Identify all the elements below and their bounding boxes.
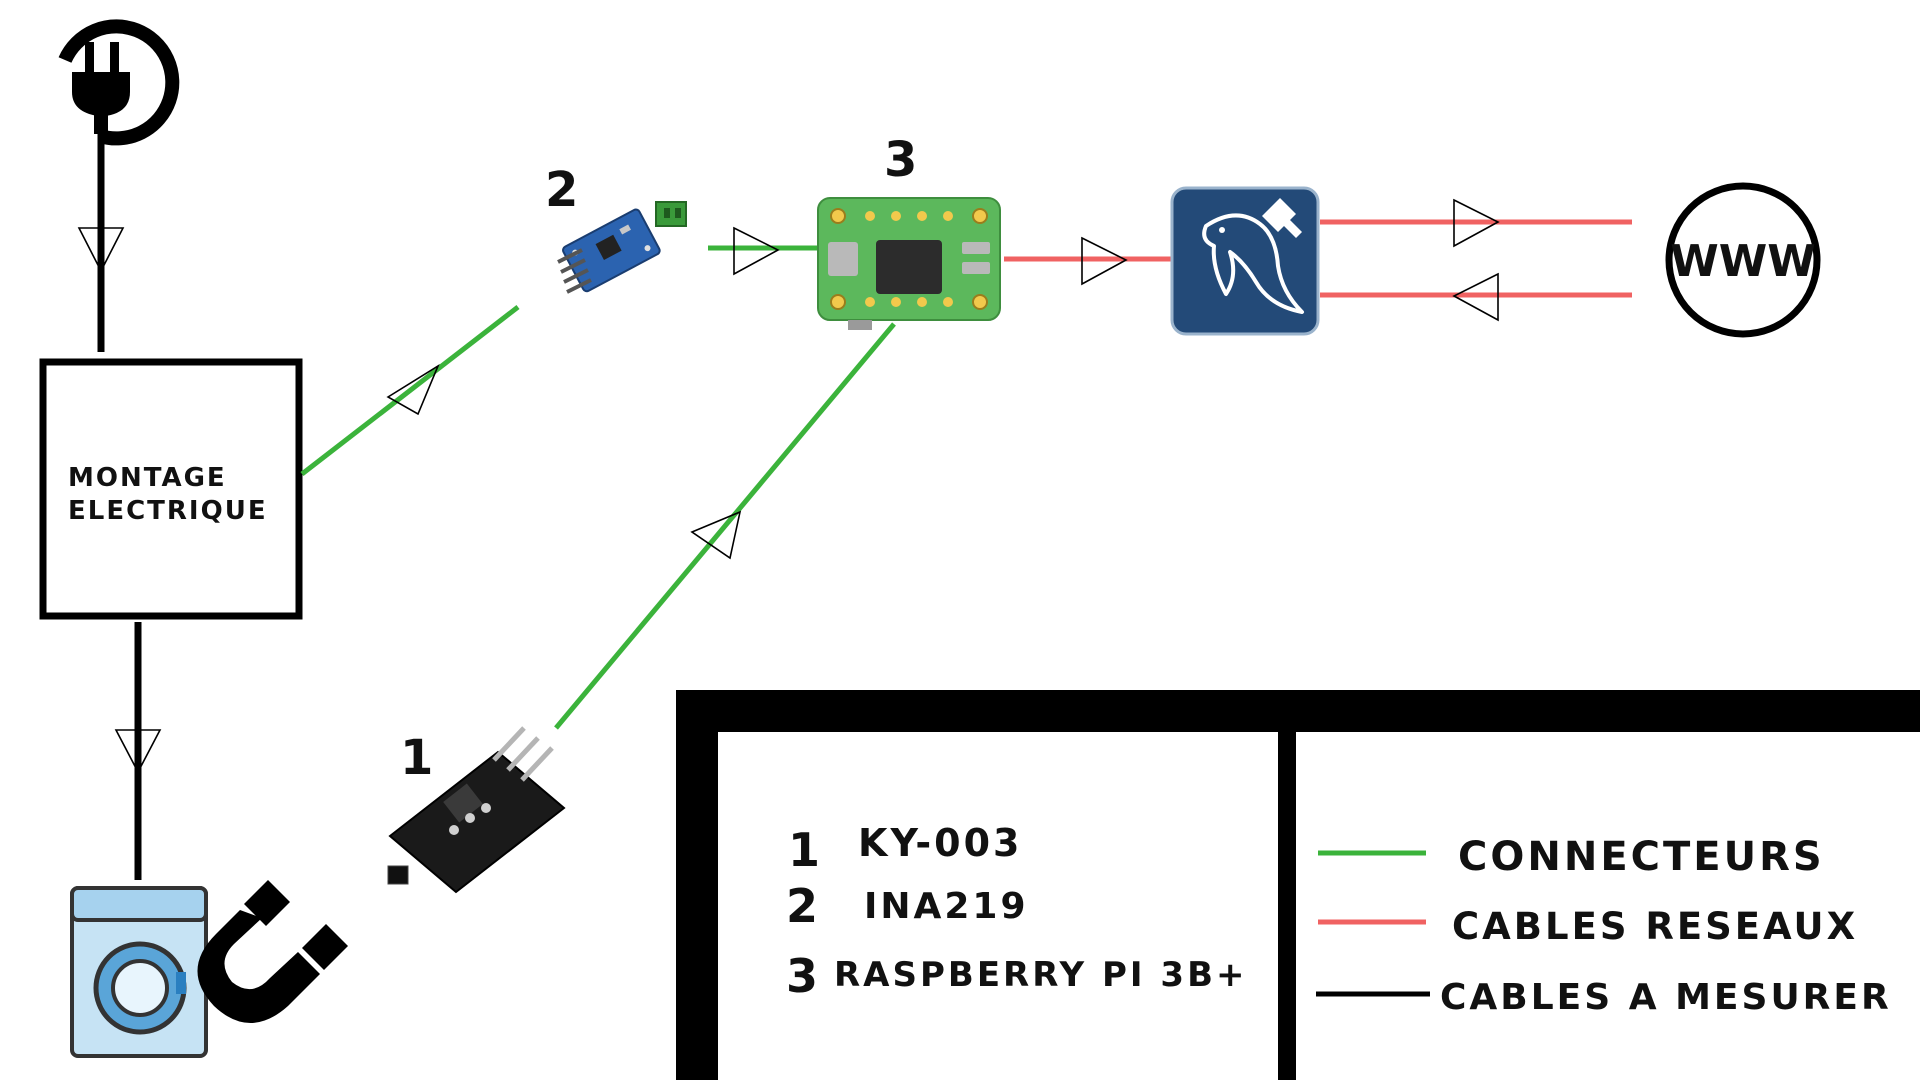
box-label-line1: MONTAGE — [68, 463, 227, 493]
flow-arrow-to-www — [1453, 198, 1500, 248]
legend-name-ky003: KY-003 — [858, 821, 1022, 865]
raspberry-pi-board-icon — [817, 197, 1001, 330]
legend-label-cables-a-mesurer: CABLES A MESURER — [1440, 977, 1892, 1018]
flow-arrow-ina219 — [386, 364, 440, 416]
legend-panel — [676, 690, 1920, 1080]
raspberry-number: 3 — [884, 132, 917, 188]
power-plug-icon — [58, 19, 180, 146]
montage-electrique-box — [39, 358, 303, 620]
legend-label-connecteurs: CONNECTEURS — [1458, 834, 1825, 880]
legend-number-3: 3 — [786, 949, 818, 1003]
ky003-sensor-icon — [387, 726, 566, 894]
legend-lines: CONNECTEURS CABLES RESEAUX CABLES A MESU… — [1316, 834, 1892, 1018]
www-label: WWW — [1670, 236, 1816, 287]
ky003-number: 1 — [400, 730, 433, 786]
box-label-line2: ELECTRIQUE — [68, 496, 268, 526]
flow-arrow-down-1 — [77, 227, 125, 273]
legend-name-ina219: INA219 — [864, 886, 1029, 927]
www-globe-icon — [1665, 182, 1821, 338]
legend-number-2: 2 — [786, 879, 818, 933]
flow-arrow-down-2 — [114, 729, 162, 774]
flow-arrow-mysql — [1081, 236, 1128, 286]
connector-box-to-ina219 — [300, 305, 520, 476]
connector-ky003-to-raspberry — [554, 322, 896, 730]
flow-arrow-ky003 — [690, 510, 742, 560]
mysql-icon — [1170, 186, 1320, 336]
ina219-number: 2 — [545, 162, 578, 218]
legend-number-1: 1 — [788, 823, 820, 877]
magnet-icon — [197, 880, 348, 1023]
flow-arrow-from-www — [1452, 272, 1499, 322]
legend-components: 1 KY-003 2 INA219 3 RASPBERRY PI 3B+ — [786, 821, 1247, 1003]
legend-label-cables-reseaux: CABLES RESEAUX — [1452, 905, 1858, 948]
flow-arrow-raspberry — [733, 226, 780, 276]
ina219-board-icon — [557, 201, 687, 294]
legend-name-raspberry: RASPBERRY PI 3B+ — [834, 955, 1247, 995]
washing-machine-icon — [70, 886, 208, 1058]
